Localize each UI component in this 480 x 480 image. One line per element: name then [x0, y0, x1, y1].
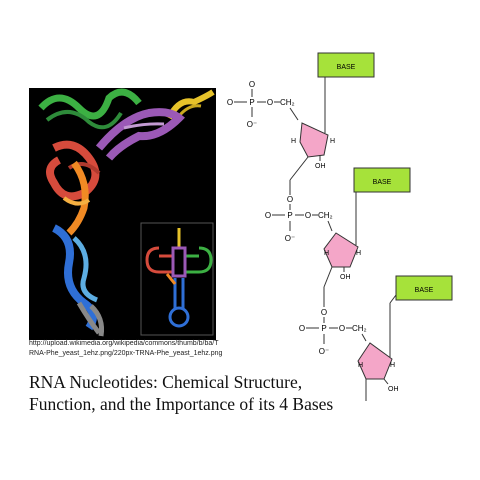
ribose-sugar [299, 122, 329, 158]
trna-structure-image [29, 88, 216, 340]
nucleotide-1: O O P O CH₂ O⁻ H H OH BASE [227, 52, 375, 195]
ch2-sugar-bond [289, 107, 299, 121]
ch2-sugar-bond [327, 220, 333, 232]
trna-inset-panel [140, 222, 214, 336]
base-label: BASE [373, 179, 392, 186]
ch2-sugar-bond [361, 333, 367, 342]
base-box [395, 275, 453, 301]
gray-strand [76, 301, 104, 337]
sugar-oh: OH [340, 274, 351, 281]
phosphate-ester-o: O [339, 324, 345, 333]
phosphate-left-o: O [299, 324, 305, 333]
page-title: RNA Nucleotides: Chemical Structure, Fun… [29, 371, 334, 415]
sugar-h-left: H [324, 250, 329, 257]
source-url-line-2: RNA-Phe_yeast_1ehz.png/220px-TRNA-Phe_ye… [29, 350, 223, 357]
image-source-url: http://upload.wikimedia.org/wikipedia/co… [29, 339, 229, 359]
source-url-line-1: http://upload.wikimedia.org/wikipedia/co… [29, 340, 219, 347]
phosphate-left-o: O [265, 211, 271, 220]
orange-strand [66, 160, 89, 236]
phosphate-ester-o: O [267, 98, 273, 107]
phosphate-p: P [321, 324, 326, 333]
base-label: BASE [337, 64, 356, 71]
inset-orange-link [165, 273, 177, 285]
base-box [353, 167, 411, 193]
ch2-label: CH₂ [318, 211, 333, 220]
nucleotide-2: O O P O CH₂ O⁻ H H OH BASE [265, 167, 411, 307]
title-line-2: Function, and the Importance of its 4 Ba… [29, 394, 334, 414]
phosphate-top-o: O [321, 308, 327, 317]
green-strand [38, 88, 142, 120]
acceptor-strand [166, 89, 215, 120]
phosphate-left-o: O [227, 98, 233, 107]
ribose-sugar [323, 232, 359, 268]
sugar-h-right: H [356, 250, 361, 257]
inset-anticodon-loop [168, 306, 190, 328]
ch2-label: CH₂ [352, 324, 367, 333]
sugar-h-left: H [291, 138, 296, 145]
base-stub [389, 294, 397, 304]
ch2-label: CH₂ [280, 98, 295, 107]
purple-strand [95, 108, 185, 161]
acceptor-strand-2 [177, 104, 202, 117]
phosphate-top-o: O [249, 80, 255, 89]
phosphate-o-minus: O⁻ [247, 120, 257, 129]
base-box [317, 52, 375, 78]
sugar-h-left: H [358, 362, 363, 369]
phosphate-p: P [249, 98, 254, 107]
sugar-oh: OH [315, 163, 326, 170]
base-label: BASE [415, 287, 434, 294]
blue-strand [51, 224, 97, 331]
red-strand-2 [67, 162, 101, 175]
phosphate-ester-o: O [305, 211, 311, 220]
sugar-h-right: H [330, 138, 335, 145]
orange-strand-2 [62, 196, 91, 206]
phosphate-o-minus: O⁻ [319, 347, 329, 356]
phosphate-top-o: O [287, 195, 293, 204]
sugar-oh: OH [388, 386, 399, 393]
rna-nucleotide-chain-diagram: O O P O CH₂ O⁻ H H OH BASE O O P O CH₂ O… [227, 52, 453, 401]
nucleotide-3: O O P O CH₂ O⁻ H H OH BASE [299, 275, 453, 401]
backbone-link-2 [323, 266, 333, 288]
oh-bond [383, 378, 389, 385]
phosphate-p: P [287, 211, 292, 220]
blue-strand-2 [72, 236, 98, 303]
purple-strand-2 [123, 122, 165, 130]
phosphate-o-minus: O⁻ [285, 234, 295, 243]
title-line-1: RNA Nucleotides: Chemical Structure, [29, 372, 303, 392]
ribose-sugar [357, 342, 393, 380]
backbone-link-1 [289, 156, 309, 181]
sugar-h-right: H [390, 362, 395, 369]
green-strand-2 [45, 110, 123, 130]
inset-stem-purple [171, 246, 187, 278]
